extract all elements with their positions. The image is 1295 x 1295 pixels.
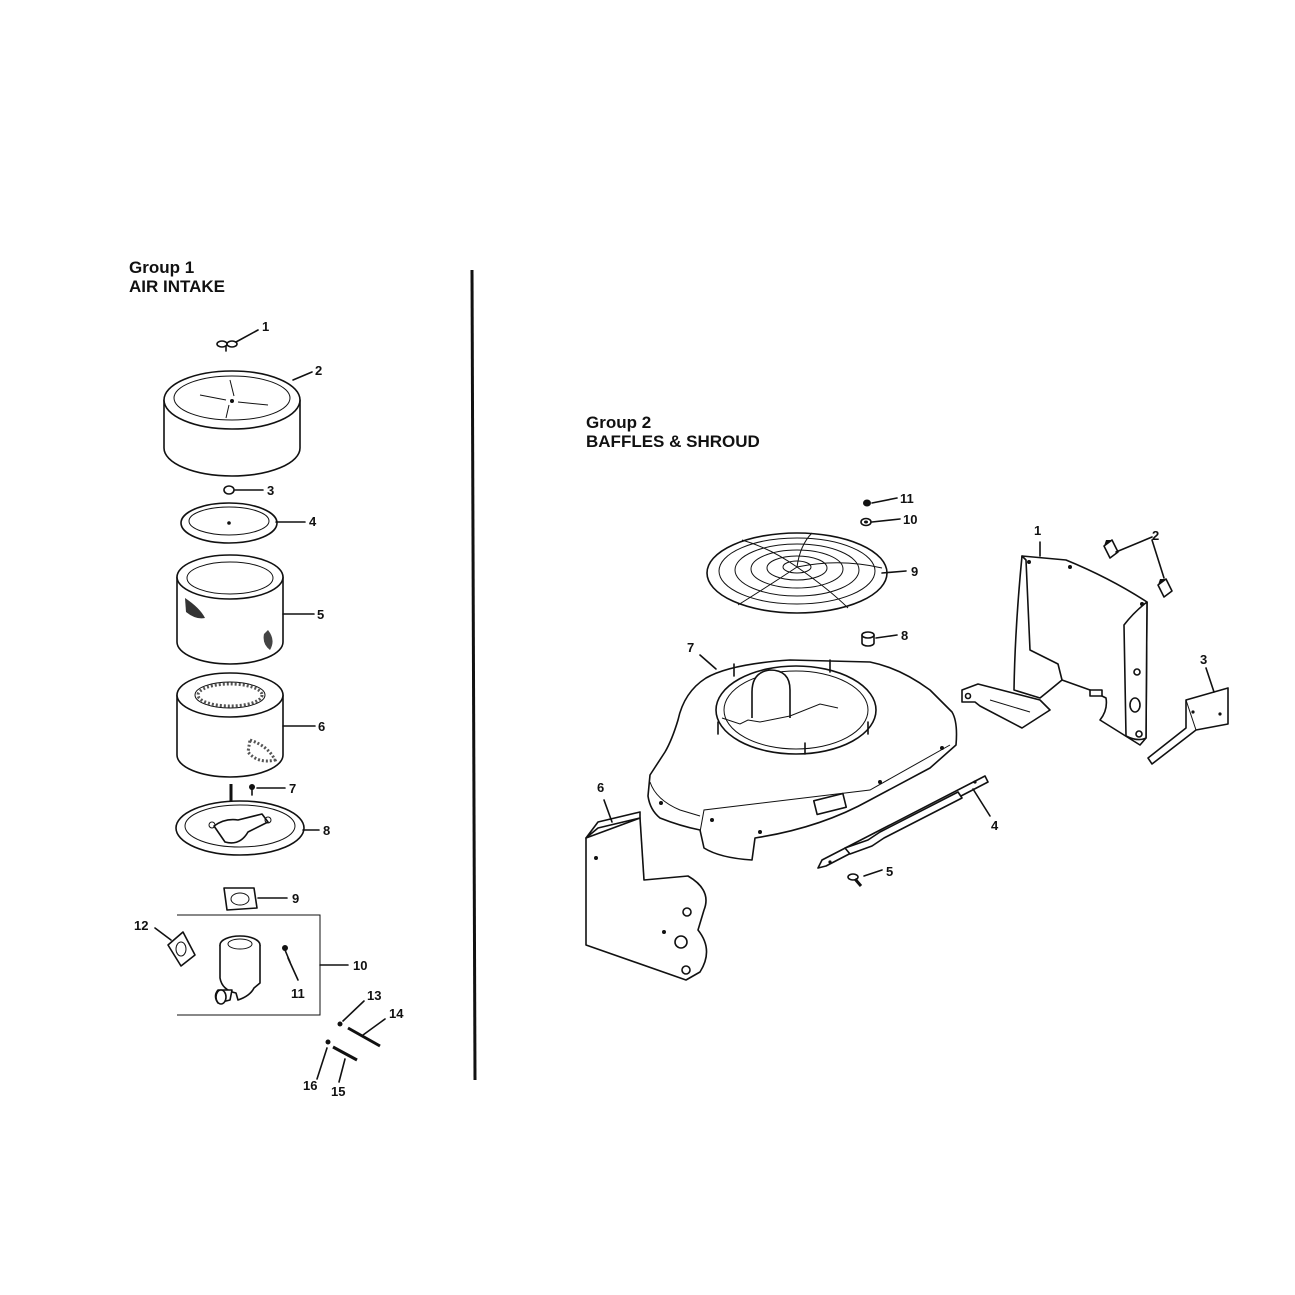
group1-subtitle: AIR INTAKE <box>129 277 226 296</box>
g2-part-1-cylinder-baffle <box>961 555 1148 746</box>
g2-part-8-spacer <box>861 631 875 647</box>
g2-callout-10: 10 <box>903 512 917 527</box>
g2-callout-8: 8 <box>901 628 908 643</box>
g1-part-6-filter-element <box>176 672 284 778</box>
g1-callout-15: 15 <box>331 1084 345 1099</box>
g1-part-12-gasket <box>167 931 196 967</box>
g2-callout-6: 6 <box>597 780 604 795</box>
g2-callout-11: 11 <box>900 491 914 506</box>
g2-part-4-strip-baffle <box>817 775 989 869</box>
g1-part-1-wing-nut <box>216 340 238 352</box>
g2-callout-2: 2 <box>1152 528 1159 543</box>
g2-callout-7: 7 <box>687 640 694 655</box>
g2-part-9-grille <box>706 532 888 614</box>
group2-subtitle: BAFFLES & SHROUD <box>586 432 760 451</box>
g1-part-2-cleaner-cover <box>163 370 301 477</box>
g1-callout-5: 5 <box>317 607 324 622</box>
group2-heading: Group 2 BAFFLES & SHROUD <box>586 413 760 451</box>
g1-part-13-washer <box>337 1021 343 1027</box>
g1-callout-13: 13 <box>367 988 381 1003</box>
g1-callout-4: 4 <box>309 514 317 529</box>
g2-part-11-nut <box>863 499 871 507</box>
group2-title: Group 2 <box>586 413 652 432</box>
group1-title: Group 1 <box>129 258 195 277</box>
g1-leader-lines <box>154 329 386 1083</box>
g1-part-8-base <box>175 800 305 856</box>
g1-callout-1: 1 <box>262 319 269 334</box>
g1-callout-16: 16 <box>303 1078 317 1093</box>
g2-callout-4: 4 <box>991 818 999 833</box>
g1-part-3-seal <box>223 485 235 495</box>
g2-part-7-blower-housing <box>647 659 958 861</box>
group2-parts: 1 2 3 4 5 6 7 8 9 10 11 <box>585 491 1229 981</box>
g2-part-3-small-baffle <box>1147 687 1229 765</box>
g2-leader-lines <box>603 497 1215 877</box>
g1-callout-6: 6 <box>318 719 325 734</box>
g2-part-6-side-baffle <box>585 811 708 981</box>
g2-part-5-screw <box>847 873 863 887</box>
group1-heading: Group 1 AIR INTAKE <box>129 258 225 296</box>
g2-part-10-washer <box>860 517 872 527</box>
g1-part-5-precleaner <box>176 554 284 665</box>
g2-callout-3: 3 <box>1200 652 1207 667</box>
g1-part-16-washer <box>325 1039 331 1045</box>
group1-parts: 1 2 3 4 5 6 7 8 9 10 11 12 13 14 15 16 <box>134 319 404 1099</box>
g1-callout-2: 2 <box>315 363 322 378</box>
g1-part-9-gasket <box>223 887 258 911</box>
g1-parts-13-16-hardware <box>325 1021 381 1062</box>
g1-part-4-cover-plate <box>180 502 278 544</box>
group-divider-line <box>470 269 477 1081</box>
g1-part-14-rod <box>347 1026 381 1048</box>
g1-callout-11: 11 <box>291 986 305 1001</box>
g2-callout-9: 9 <box>911 564 918 579</box>
g2-callout-1: 1 <box>1034 523 1041 538</box>
g1-callout-9: 9 <box>292 891 299 906</box>
g2-callout-5: 5 <box>886 864 893 879</box>
g1-part-15-rod <box>332 1045 358 1062</box>
g1-callout-12: 12 <box>134 918 148 933</box>
g1-callout-14: 14 <box>389 1006 404 1021</box>
g1-callout-8: 8 <box>323 823 330 838</box>
g1-callout-10: 10 <box>353 958 367 973</box>
g1-callout-7: 7 <box>289 781 296 796</box>
g1-callout-3: 3 <box>267 483 274 498</box>
